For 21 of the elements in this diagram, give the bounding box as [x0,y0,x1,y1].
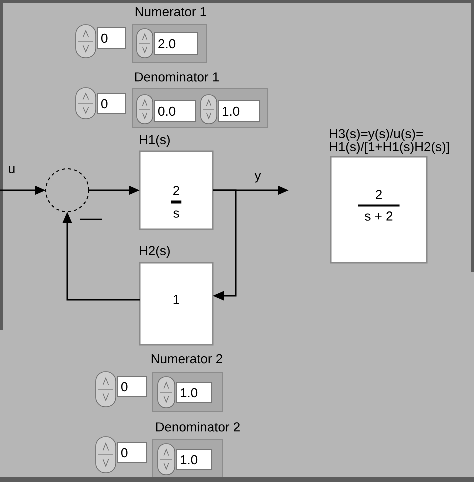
numeric-field: 1.0 [176,450,212,470]
summing-junction [46,168,90,212]
control-label: Numerator 2 [152,354,222,364]
numeric-field: 0 [118,442,148,464]
block-label: H2(s) [140,246,170,258]
numeric-field: 0.0 [154,100,196,122]
numeric-field: 1.0 [176,382,212,404]
numeric-field: 1.0 [218,100,260,122]
arrow [213,190,237,301]
transfer-function-box: 1 [139,262,214,346]
numeric-field: 0 [118,376,148,398]
block-label: H1(s) [140,134,170,148]
control-label: Denominator 2 [156,422,240,432]
numeric-field: 0 [98,94,126,114]
transfer-function-box: 2 s [139,150,214,230]
transfer-function-box: 2 s + 2 [330,156,428,264]
numeric-field: 0 [98,28,126,50]
control-label: Denominator 1 [135,72,219,82]
numeric-field: 2.0 [154,32,198,56]
block-label: H3(s)=y(s)/u(s)= H1(s)/[1+H1(s)H2(s)] [330,129,450,154]
control-label: Numerator 1 [136,7,206,17]
